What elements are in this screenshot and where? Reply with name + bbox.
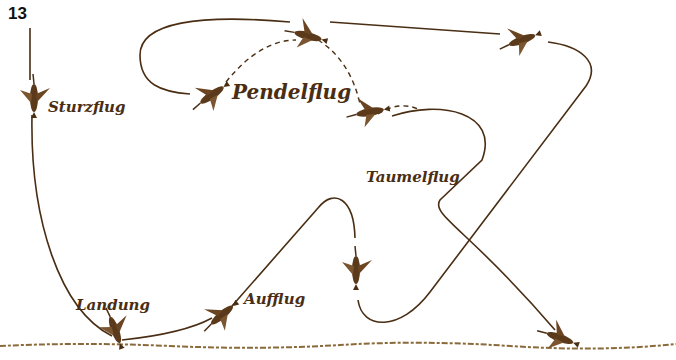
- bird-landed: [533, 315, 585, 358]
- flight-path: [30, 28, 112, 336]
- bird-takeoff: [193, 290, 246, 341]
- bird: [281, 14, 331, 54]
- flight-path: [122, 19, 591, 340]
- bird: [494, 18, 546, 61]
- pendulum-path: [226, 40, 420, 114]
- figure-number: 13: [8, 4, 27, 24]
- flight-label: Landung: [76, 296, 150, 314]
- flight-path: [392, 109, 555, 330]
- flight-label: Pendelflug: [232, 80, 351, 104]
- bird: [183, 70, 236, 120]
- flight-label: Taumelflug: [366, 168, 460, 186]
- flight-label: Aufflug: [244, 290, 305, 308]
- bird-diving: [20, 74, 50, 118]
- bird-tumbling: [342, 246, 372, 290]
- flight-label: Sturzflug: [48, 98, 125, 116]
